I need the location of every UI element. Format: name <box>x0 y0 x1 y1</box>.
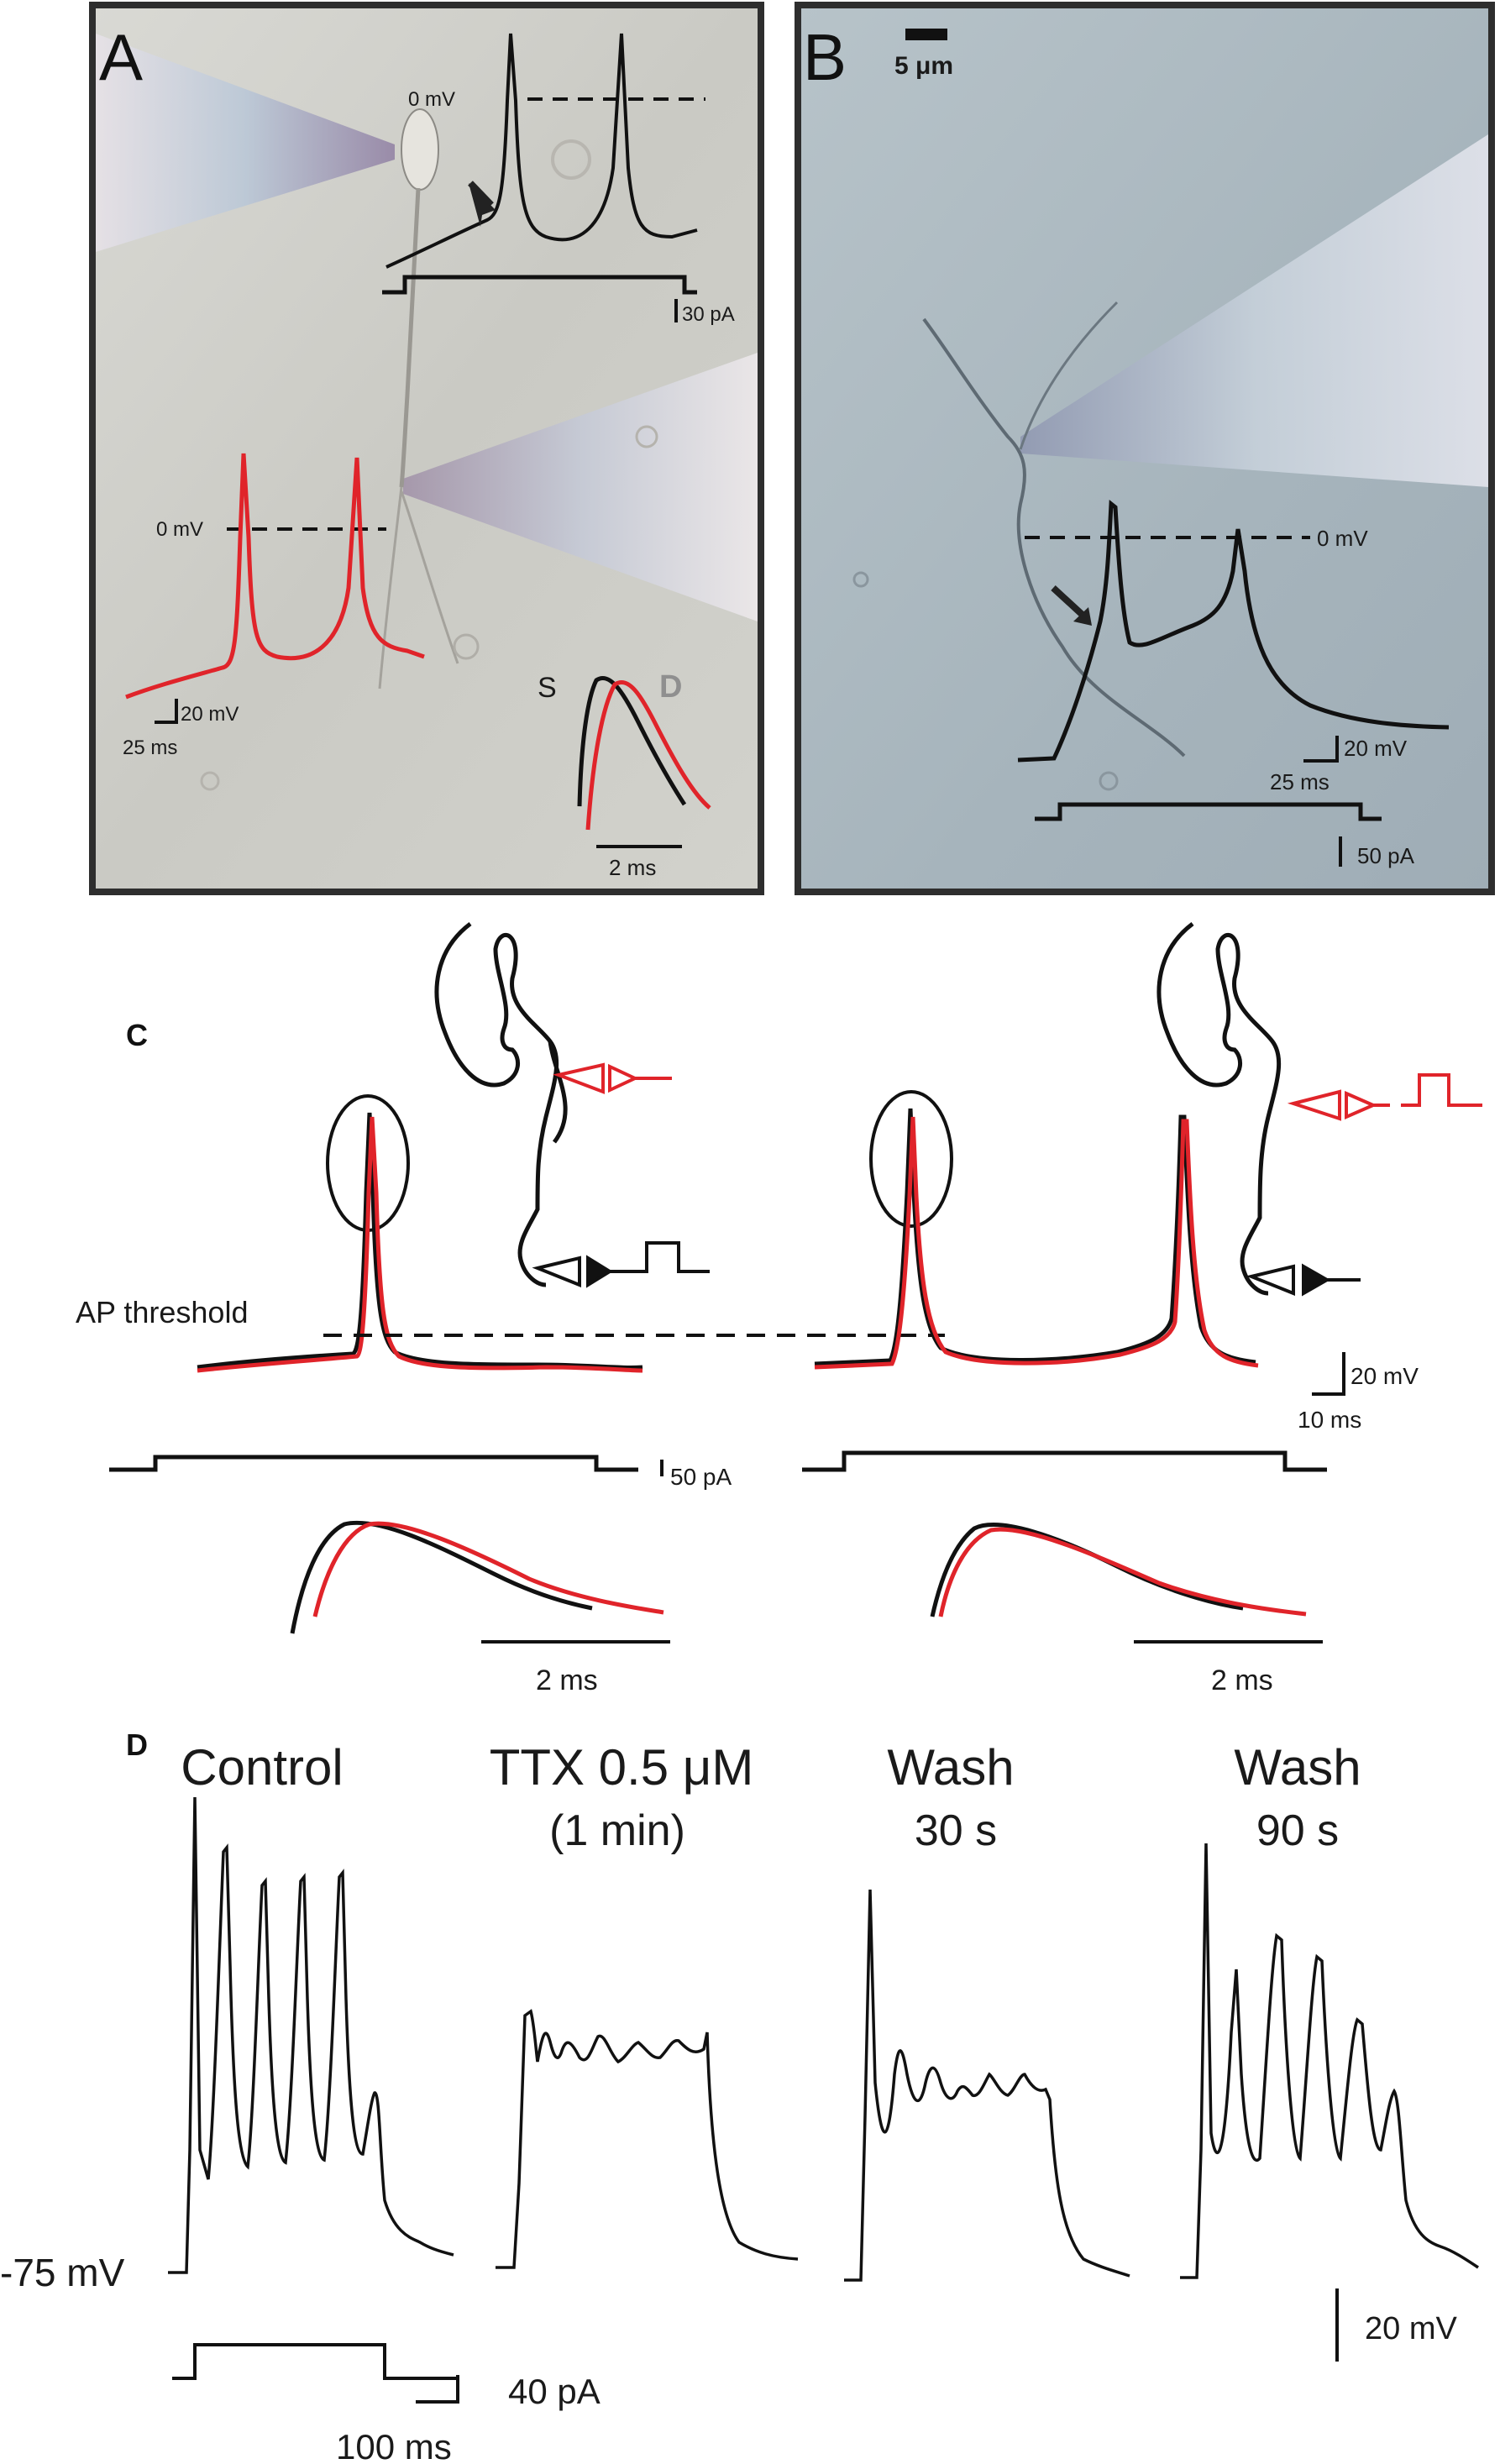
panel-d-scalebar-pa-ms <box>416 2375 459 2404</box>
panel-c-inset-left-black <box>290 1520 593 1634</box>
panel-c-scale-pa: 50 pA <box>670 1464 732 1490</box>
panel-c-trace-left-red <box>197 1116 643 1373</box>
panel-c-letter: C <box>126 1018 148 1052</box>
panel-a-scale-mv: 20 mV <box>181 703 239 726</box>
panel-c-threshold-label: AP threshold <box>76 1295 248 1329</box>
panel-d-sub-3: 90 s <box>1256 1806 1339 1855</box>
panel-d-title-3: Wash <box>1234 1739 1361 1796</box>
panel-c-inset-right-black <box>930 1523 1244 1617</box>
panel-d-trace-wash90 <box>1180 1843 1479 2279</box>
panel-b-scale-pa: 50 pA <box>1357 843 1415 868</box>
panel-c-trace-right-red <box>814 1116 1259 1370</box>
panel-d-scale-mv: 20 mV <box>1365 2311 1457 2346</box>
panel-c-current-right <box>802 1450 1327 1472</box>
panel-d-scale-pa: 40 pA <box>508 2372 601 2411</box>
panel-c-black-electrode-left <box>532 1241 710 1288</box>
panel-c-current-left <box>109 1455 638 1472</box>
panel-b-arrow-icon <box>1051 585 1088 620</box>
panel-a-current-step-top <box>382 275 697 295</box>
panel-d-trace-wash30 <box>844 1889 1130 2282</box>
panel-a-zero-label-bottom: 0 mV <box>156 518 203 541</box>
panel-a-scale-pa: 30 pA <box>682 303 735 326</box>
panel-c-inset-scale-left: 2 ms <box>536 1665 598 1696</box>
panel-a-scale-ms: 25 ms <box>123 737 177 759</box>
panel-b-letter: B <box>803 20 847 94</box>
panel-c-scalebar-mv-ms <box>1312 1352 1345 1396</box>
panel-b-current-step <box>1035 802 1382 821</box>
panel-b-trace <box>1017 499 1450 763</box>
panel-a-pipette-top <box>96 34 395 252</box>
panel-c-neuron-left <box>434 922 568 1287</box>
panel-c-red-electrode-right <box>1287 1073 1482 1121</box>
panel-d-scale-ms: 100 ms <box>336 2427 452 2464</box>
panel-a-neuron <box>200 108 658 791</box>
panel-c-trace-right-black <box>814 1108 1256 1366</box>
panel-c-inset-scale-right: 2 ms <box>1211 1665 1273 1696</box>
panel-a-zero-label-top: 0 mV <box>408 88 455 111</box>
panel-b-pipette <box>1020 134 1488 487</box>
panel-a-letter: A <box>99 20 143 94</box>
panel-c-inset-right-red <box>938 1527 1307 1617</box>
panel-a-inset-black <box>577 676 687 807</box>
panel-d-sub-1: (1 min) <box>549 1806 685 1855</box>
panel-c-inset-left-red <box>312 1521 664 1617</box>
panel-b-scale-ms: 25 ms <box>1270 769 1330 794</box>
panel-d-current-step <box>172 2343 458 2380</box>
panel-d-rest-label: -75 mV <box>0 2251 125 2294</box>
panel-a-inset-d: D <box>659 669 682 705</box>
panel-b-zero-label: 0 mV <box>1317 526 1368 551</box>
panel-d-title-0: Control <box>181 1739 343 1796</box>
panel-c-trace-left-black <box>197 1112 643 1370</box>
panel-c-red-electrode-left <box>553 1062 672 1094</box>
panel-a-inset-red <box>585 680 711 831</box>
panel-a-top-trace <box>385 33 698 269</box>
panel-a-inset-s: S <box>538 672 557 704</box>
panel-d: D Control TTX 0.5 μM (1 min) Wash 30 s W… <box>0 1727 1479 2464</box>
panel-d-title-1: TTX 0.5 μM <box>490 1739 754 1796</box>
panel-d-sub-2: 30 s <box>915 1806 997 1855</box>
panel-c-scale-mv: 20 mV <box>1351 1363 1419 1389</box>
panel-c-scale-ms: 10 ms <box>1298 1407 1361 1433</box>
panel-a-bottom-trace <box>125 453 425 700</box>
panel-b-scalebar-um-label: 5 μm <box>894 52 953 80</box>
panel-d-trace-control <box>168 1796 454 2274</box>
panel-c: C AP threshold 50 pA 2 ms <box>76 922 1482 1696</box>
panel-c-black-electrode-right <box>1246 1263 1361 1297</box>
panel-d-trace-ttx <box>496 2009 799 2269</box>
panel-a-arrow-icon <box>469 183 496 227</box>
panel-b-scalebar-um <box>905 29 947 40</box>
panel-a-inset-scale: 2 ms <box>609 855 656 880</box>
panel-b-scale-mv: 20 mV <box>1344 736 1408 761</box>
panel-d-letter: D <box>126 1727 148 1762</box>
panel-b-neuron <box>922 317 1186 758</box>
panel-b-scalebar-mv-ms <box>1303 736 1339 763</box>
panel-a-pipette-bottom <box>403 353 758 621</box>
panel-c-circle-right <box>869 1090 953 1228</box>
panel-a-scalebar-mv-ms <box>155 699 178 724</box>
panel-b: B 5 μm 0 mV 20 mV 25 ms 50 pA <box>795 2 1495 895</box>
panel-d-title-2: Wash <box>887 1739 1014 1796</box>
panel-a: A 0 mV 30 pA 0 mV 20 mV 25 ms S D 2 ms <box>89 2 764 895</box>
panel-c-neuron-right <box>1156 922 1282 1296</box>
